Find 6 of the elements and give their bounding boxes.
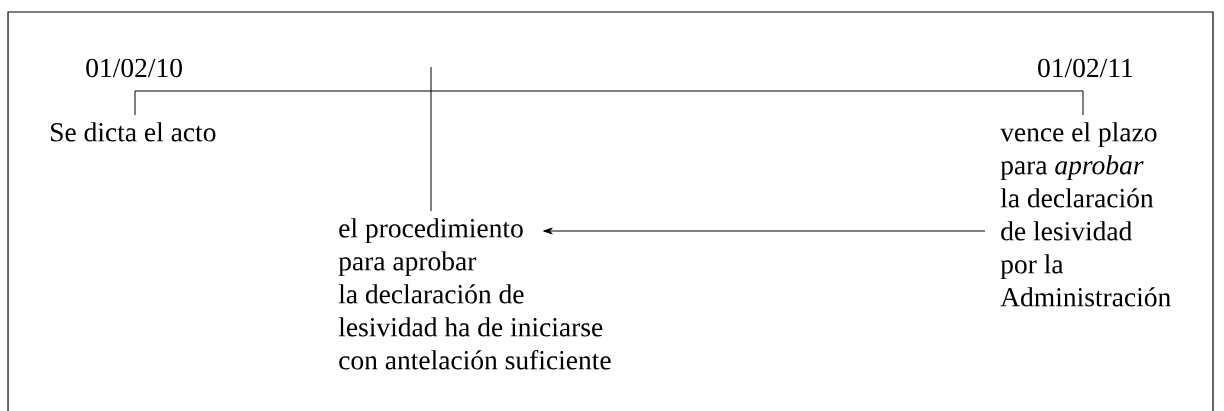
annotation-text: Se dicta el acto bbox=[51, 122, 216, 142]
annotation-text: vence el plazo para aprobar la declaración de lesividad por la Administración bbox=[1000, 122, 1171, 307]
date-label: 01/02/11 bbox=[1038, 58, 1133, 78]
arrow bbox=[543, 227, 986, 235]
annotation-text: el procedimiento para aprobar la declaración de lesividad ha de iniciarse con antelación suficiente bbox=[338, 218, 611, 370]
date-label: 01/02/10 bbox=[86, 58, 182, 78]
